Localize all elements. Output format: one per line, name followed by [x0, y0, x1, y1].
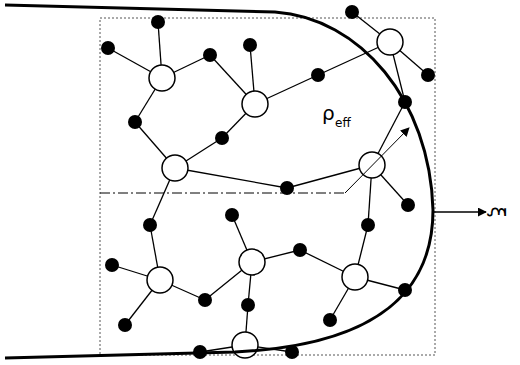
subscript-label: eff — [335, 117, 351, 129]
crack-outline — [5, 5, 433, 358]
symmetry-axis — [100, 193, 345, 194]
symbol-label: ρ — [322, 103, 335, 123]
cell-frame — [100, 18, 435, 355]
oxygen-atoms — [101, 5, 435, 359]
bonds — [108, 12, 428, 352]
radius-arrow — [345, 128, 409, 193]
propagation-arrow — [434, 211, 486, 213]
symbol-label: ξ — [488, 206, 508, 217]
